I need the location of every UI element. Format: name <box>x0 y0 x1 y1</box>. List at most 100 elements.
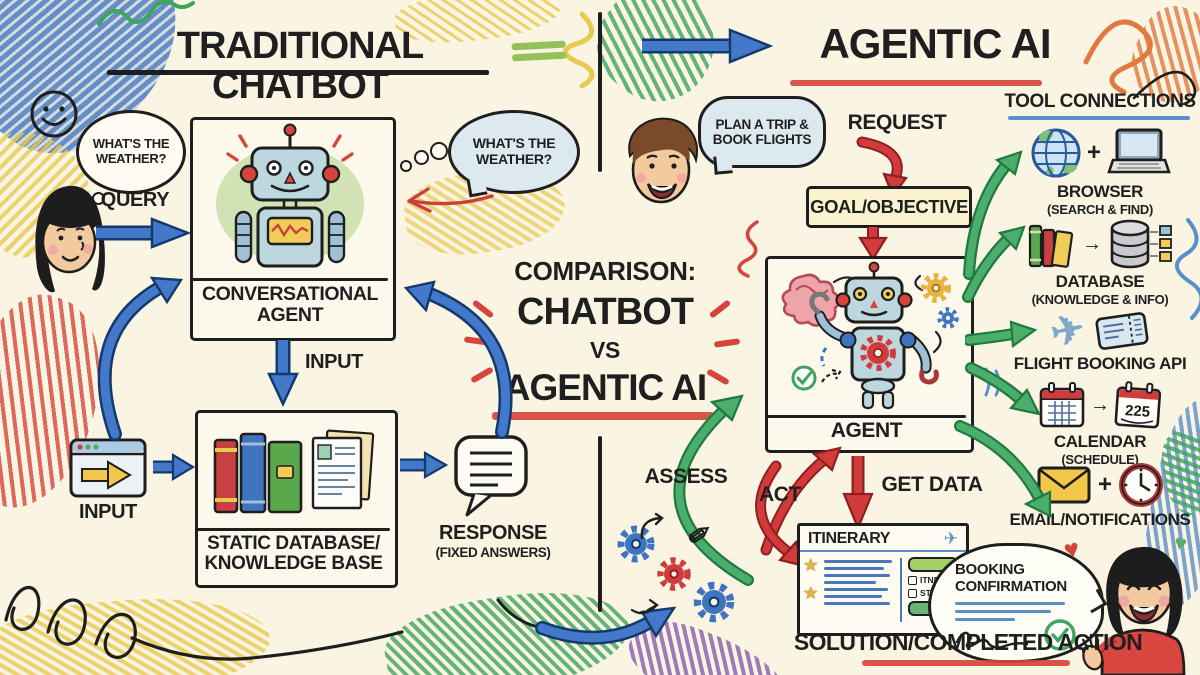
happy-user-avatar <box>1082 546 1186 675</box>
green-equals-mark <box>511 40 567 64</box>
star-icon: ★ <box>804 557 818 574</box>
emphasis-dash <box>708 299 732 319</box>
tool-database-sub: (KNOWLEDGE & INFO) <box>1031 292 1169 307</box>
signature-scribble <box>955 631 1029 649</box>
tool-database-label: DATABASE <box>1055 272 1145 291</box>
input-flow-label: INPUT <box>304 351 363 373</box>
arrow-to-database <box>962 225 1026 303</box>
query-arrow <box>96 217 192 249</box>
divider-top <box>598 12 602 172</box>
itinerary-title: ITINERARY <box>808 530 891 547</box>
red-sketch-arrow <box>407 187 494 213</box>
flow-arrow-bottom <box>496 598 677 645</box>
goal-objective-label: GOAL/OBJECTIVE <box>810 196 968 218</box>
comparison-underline <box>492 412 714 420</box>
speech-bubble-plan-tail <box>713 155 733 175</box>
booking-confirmation-text: BOOKING CONFIRMATION <box>955 561 1067 595</box>
response-label: RESPONSE <box>439 522 547 544</box>
get-data-arrow <box>842 456 874 531</box>
plus-icon: + <box>1097 471 1112 498</box>
get-data-label: GET DATA <box>881 473 983 496</box>
title-arrow <box>642 28 774 64</box>
ticket-icon <box>1095 312 1149 350</box>
comparison-vs: VS <box>590 337 620 363</box>
calendar-number: 225 <box>1124 402 1150 421</box>
request-arrow <box>856 136 908 199</box>
goal-objective-box: GOAL/OBJECTIVE <box>806 186 972 228</box>
books-documents-illustration <box>213 429 375 514</box>
tool-flight-label: FLIGHT BOOKING API <box>1013 354 1187 373</box>
calendar-icon <box>1039 382 1085 428</box>
chatbot-robot-illustration <box>216 123 364 268</box>
star-icon: ★ <box>804 585 818 602</box>
globe-icon <box>1031 128 1081 178</box>
browser-input-icon <box>69 438 147 498</box>
red-squiggle-doodle <box>737 220 759 278</box>
black-curly-doodle <box>4 586 404 661</box>
database-cylinder-icon <box>1110 219 1172 269</box>
envelope-icon <box>1037 466 1091 504</box>
booking-line <box>955 602 1065 605</box>
calendar-date-icon: 225 <box>1114 381 1162 429</box>
goal-to-agent-arrow <box>858 227 888 262</box>
tool-row-browser: + BROWSER (SEARCH & FIND) <box>1000 126 1200 217</box>
tool-calendar-label: CALENDAR <box>1053 432 1147 451</box>
checkbox-icon <box>908 588 917 598</box>
arrow-browser-to-db <box>153 453 196 481</box>
feedback-arrow-right <box>403 280 513 439</box>
tool-row-flight: ✈ FLIGHT BOOKING API <box>1000 305 1200 374</box>
blue-curly-doodle-right <box>1175 218 1200 320</box>
thought-bubble: WHAT'S THE WEATHER? <box>76 110 186 194</box>
speech-bubble-plan-text: PLAN A TRIP & BOOK FLIGHTS <box>712 116 812 147</box>
booking-line <box>955 618 1015 621</box>
thought-dot <box>430 142 448 160</box>
feedback-arrow-left <box>97 276 184 441</box>
arrow-to-flight <box>965 320 1038 349</box>
arrow-right-icon: → <box>1082 232 1102 255</box>
arrow-to-calendar <box>965 362 1042 416</box>
itinerary-plane-icon: ✈ <box>943 529 958 548</box>
arrow-to-email <box>954 420 1052 518</box>
booking-line <box>955 610 1051 613</box>
small-cycle-arrow <box>640 512 664 540</box>
input-arrow-down <box>267 340 299 407</box>
plus-icon: + <box>1086 139 1101 166</box>
thought-dot <box>414 150 429 165</box>
solution-underline <box>862 660 1070 666</box>
comparison-heading: COMPARISON: <box>514 256 696 286</box>
thought-dot <box>400 160 412 172</box>
small-cycle-arrow <box>630 598 660 615</box>
tool-calendar-sub: (SCHEDULE) <box>1061 452 1139 467</box>
gear-icon <box>657 557 691 591</box>
agent-box-divider2 <box>767 415 966 418</box>
agent-label: AGENT <box>830 419 903 442</box>
solution-label: SOLUTION/COMPLETED ACTION <box>793 629 1143 655</box>
divider-bottom <box>598 436 602 612</box>
user-woman-avatar <box>35 185 105 293</box>
arrow-right-icon: → <box>1090 393 1110 416</box>
response-sub-label: (FIXED ANSWERS) <box>435 545 551 560</box>
tool-email-label: EMAIL/NOTIFICATIONS <box>1009 510 1191 529</box>
conversational-agent-label: CONVERSATIONAL AGENT <box>201 283 379 326</box>
check-circle-icon <box>1044 619 1076 651</box>
airplane-icon: ✈ <box>1047 305 1089 357</box>
gear-icon <box>693 581 735 623</box>
tool-row-database: → DATABASE (KNOWLEDGE & INFO) <box>1000 218 1200 307</box>
orange-curls-doodle <box>1083 19 1197 105</box>
agent-robot-illustration <box>781 261 959 410</box>
act-label: ACT <box>759 483 801 506</box>
comparison-chatbot: CHATBOT <box>517 291 694 333</box>
static-database-label: STATIC DATABASE/ KNOWLEDGE BASE <box>204 533 383 575</box>
query-label: QUERY <box>100 189 170 211</box>
smiley-icon <box>30 90 78 138</box>
checkbox-icon <box>908 575 917 585</box>
arrow-to-browser <box>963 150 1023 280</box>
right-title: AGENTIC AI <box>819 20 1051 67</box>
arrow-db-to-response <box>400 451 449 479</box>
clock-icon <box>1119 463 1163 507</box>
laptop-icon <box>1107 128 1171 174</box>
itinerary-text-lines <box>824 560 892 609</box>
agent-box-divider <box>192 278 388 281</box>
comparison-agentic: AGENTIC AI <box>503 367 707 408</box>
left-title: TRADITIONAL CHATBOT <box>176 25 425 108</box>
